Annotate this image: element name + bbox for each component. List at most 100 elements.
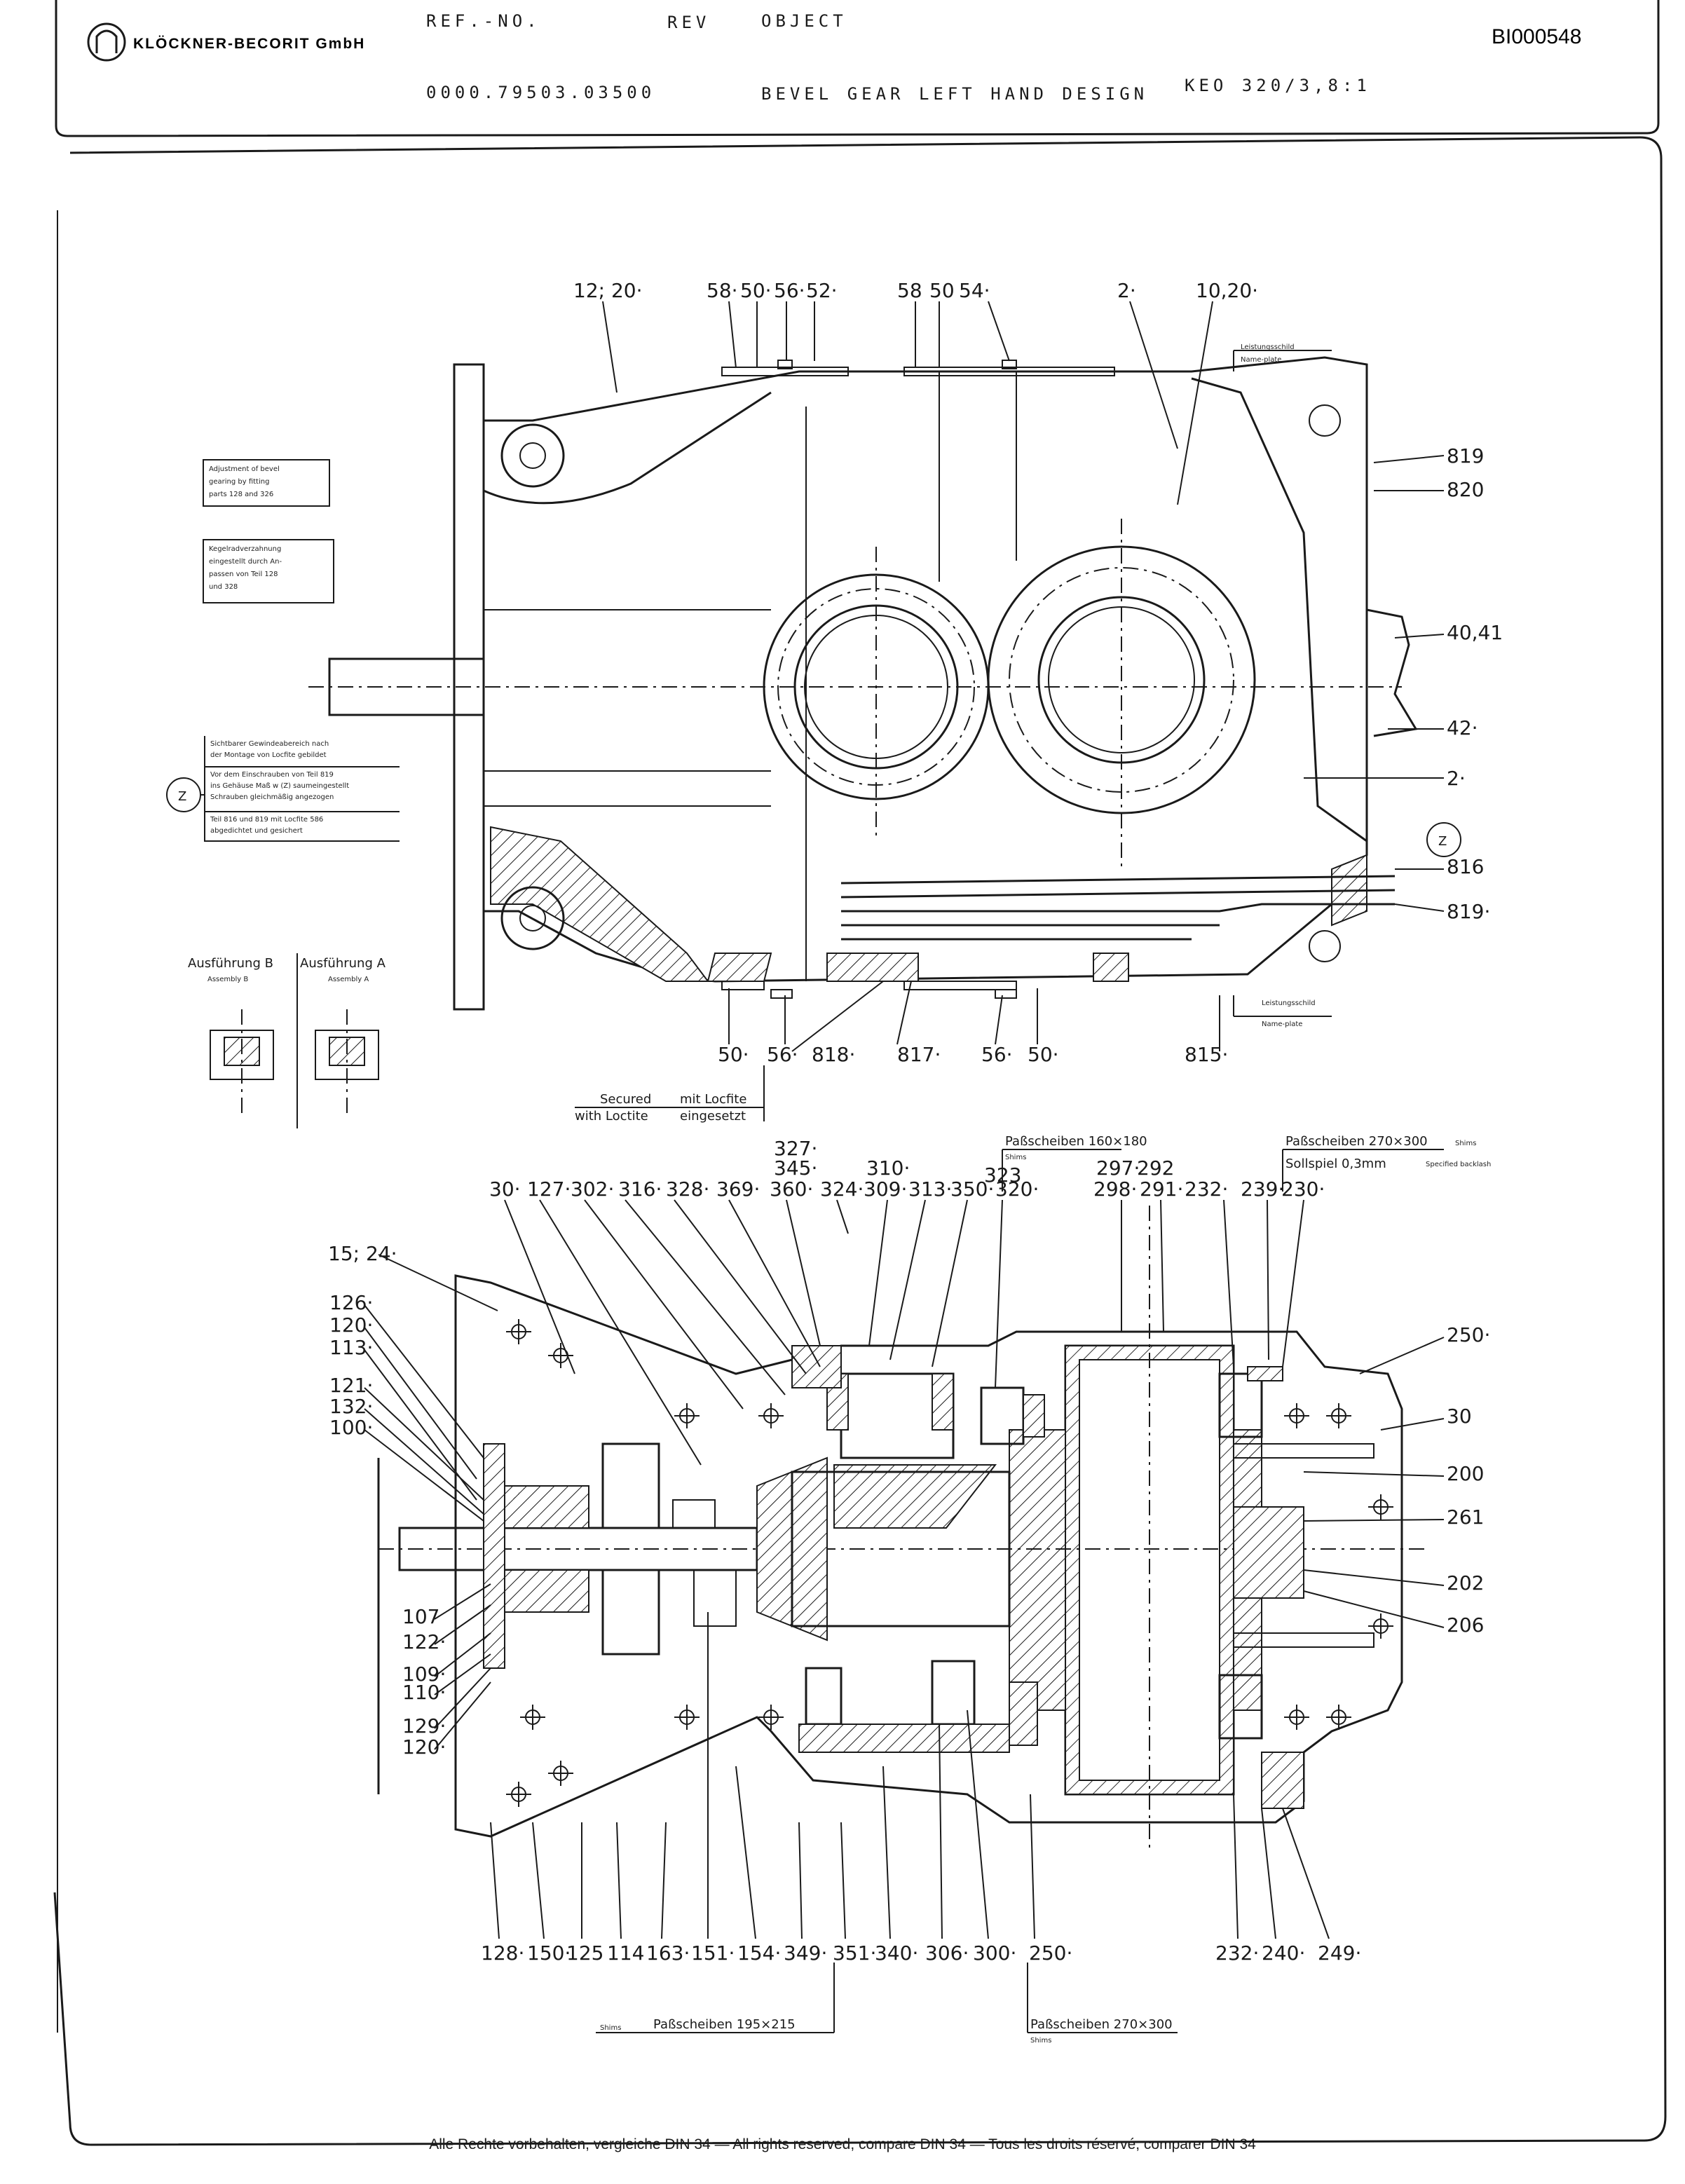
svg-text:292: 292: [1137, 1156, 1174, 1180]
svg-text:Schrauben gleichmäßig angezoge: Schrauben gleichmäßig angezogen: [210, 793, 334, 801]
svg-text:129·: 129·: [402, 1714, 446, 1738]
label-50a: 50·: [740, 279, 772, 302]
svg-text:Vor dem Einschrauben von Teil: Vor dem Einschrauben von Teil 819: [210, 771, 334, 779]
top-gearbox-view: [308, 356, 1418, 1011]
svg-text:Teil 816 und 819 mit Locfite 5: Teil 816 und 819 mit Locfite 586: [210, 816, 323, 824]
label-42: 42·: [1447, 716, 1478, 739]
svg-text:309·: 309·: [864, 1178, 907, 1201]
svg-text:der Montage von Locfite gebild: der Montage von Locfite gebildet: [210, 751, 327, 759]
label-2-top: 2·: [1117, 279, 1136, 302]
svg-text:109·: 109·: [402, 1663, 446, 1686]
svg-text:250·: 250·: [1029, 1941, 1072, 1965]
svg-text:Assembly B: Assembly B: [207, 976, 248, 983]
svg-text:Leistungsschild: Leistungsschild: [1241, 343, 1295, 351]
svg-text:Secured: Secured: [600, 1092, 651, 1107]
svg-text:345·: 345·: [774, 1156, 817, 1180]
section-top-labels: 327· 345· 310· 323 297· 292 30· 127· 302…: [489, 1137, 1325, 1201]
label-50b: 50: [929, 279, 955, 302]
svg-text:Paßscheiben 270×300: Paßscheiben 270×300: [1285, 1134, 1428, 1149]
svg-text:passen von Teil 128: passen von Teil 128: [209, 571, 278, 578]
svg-text:369·: 369·: [716, 1178, 760, 1201]
shim-note-2: Paßscheiben 270×300 Shims Sollspiel 0,3m…: [1282, 1134, 1491, 1192]
top-leader-lines: [602, 301, 1445, 1052]
svg-text:mit Locfite: mit Locfite: [680, 1092, 746, 1107]
shim-note-1: Paßscheiben 160×180 Shims: [1002, 1134, 1147, 1192]
svg-text:ins Gehäuse Maß w (Z) saumeing: ins Gehäuse Maß w (Z) saumeingestellt: [210, 782, 349, 790]
company-logo: [87, 22, 126, 62]
note-locfite: Sichtbarer Gewindeabereich nach der Mont…: [166, 736, 400, 842]
svg-text:163·: 163·: [646, 1941, 690, 1965]
svg-text:128·: 128·: [481, 1941, 524, 1965]
svg-text:360·: 360·: [770, 1178, 813, 1201]
svg-text:298·: 298·: [1093, 1178, 1137, 1201]
label-40-41: 40,41: [1447, 621, 1503, 644]
copyright-footer: Alle Rechte vorbehalten, vergleiche DIN …: [429, 2136, 1256, 2152]
model-value: KEO 320/3,8:1: [1185, 76, 1371, 95]
svg-text:Specified backlash: Specified backlash: [1426, 1161, 1491, 1168]
svg-text:parts 128 and 326: parts 128 and 326: [209, 491, 273, 498]
label-56a: 56·: [774, 279, 805, 302]
top-view-labels: 12; 20· 58· 50· 56· 52· 58 50 54· 2· 10,…: [573, 279, 1503, 1066]
svg-text:Ausführung A: Ausführung A: [300, 956, 386, 971]
svg-text:240·: 240·: [1262, 1941, 1305, 1965]
note-adjustment-en: Adjustment of bevel gearing by fitting p…: [203, 459, 330, 507]
section-leader-lines: [364, 1199, 1445, 1939]
label-56c: 56·: [981, 1043, 1013, 1066]
svg-text:232·: 232·: [1215, 1941, 1259, 1965]
svg-text:Sollspiel 0,3mm: Sollspiel 0,3mm: [1285, 1156, 1386, 1171]
svg-text:Shims: Shims: [1005, 1154, 1026, 1161]
svg-text:Name-plate: Name-plate: [1262, 1021, 1302, 1028]
svg-text:Name-plate: Name-plate: [1241, 356, 1281, 364]
bolt-symbols: [506, 1319, 1393, 1807]
svg-text:316·: 316·: [618, 1178, 662, 1201]
note-secured: Secured mit Locfite with Loctite eingese…: [575, 1065, 765, 1124]
svg-text:107: 107: [402, 1605, 439, 1628]
nameplate-top: Leistungsschild Name-plate: [1233, 343, 1332, 371]
svg-text:Ausführung B: Ausführung B: [188, 956, 273, 971]
object-label: OBJECT: [761, 11, 847, 31]
title-block: KLÖCKNER-BECORIT GmbH REF.-NO. REV OBJEC…: [55, 0, 1660, 137]
svg-text:110·: 110·: [402, 1681, 446, 1704]
label-815: 815·: [1185, 1043, 1228, 1066]
svg-text:Leistungsschild: Leistungsschild: [1262, 999, 1316, 1007]
label-2-right: 2·: [1447, 767, 1466, 790]
label-819-top: 819: [1447, 444, 1484, 467]
svg-text:120·: 120·: [402, 1735, 446, 1759]
ref-value: 0000.79503.03500: [426, 83, 655, 102]
section-view: [377, 1206, 1430, 1850]
svg-text:Paßscheiben 160×180: Paßscheiben 160×180: [1005, 1134, 1147, 1149]
label-50d: 50·: [1028, 1043, 1059, 1066]
svg-text:313·: 313·: [908, 1178, 952, 1201]
label-12-20: 12; 20·: [573, 279, 643, 302]
svg-text:eingesetzt: eingesetzt: [680, 1109, 746, 1124]
svg-text:132·: 132·: [329, 1395, 373, 1418]
svg-text:eingestellt durch An-: eingestellt durch An-: [209, 558, 282, 566]
svg-text:200: 200: [1447, 1462, 1484, 1485]
svg-text:350·: 350·: [950, 1178, 994, 1201]
object-value: BEVEL GEAR LEFT HAND DESIGN: [761, 84, 1148, 104]
drawing-frame: [53, 136, 1667, 2146]
label-58a: 58·: [707, 279, 738, 302]
svg-text:Adjustment of bevel: Adjustment of bevel: [209, 465, 280, 473]
svg-text:230·: 230·: [1281, 1178, 1325, 1201]
doc-id: BI000548: [1492, 25, 1581, 48]
shim-note-3: Shims Paßscheiben 195×215: [596, 1963, 835, 2033]
svg-text:114: 114: [607, 1941, 644, 1965]
label-50c: 50·: [718, 1043, 749, 1066]
svg-text:232·: 232·: [1185, 1178, 1228, 1201]
svg-text:Sichtbarer Gewindeabereich nac: Sichtbarer Gewindeabereich nach: [210, 740, 329, 748]
svg-text:127·: 127·: [527, 1178, 571, 1201]
svg-text:Assembly A: Assembly A: [328, 976, 369, 983]
svg-text:with Loctite: with Loctite: [575, 1109, 648, 1124]
label-816: 816: [1447, 855, 1484, 878]
svg-text:310·: 310·: [866, 1156, 910, 1180]
svg-text:261: 261: [1447, 1506, 1484, 1529]
svg-text:306·: 306·: [925, 1941, 969, 1965]
svg-text:Kegelradverzahnung: Kegelradverzahnung: [209, 545, 281, 553]
svg-text:113·: 113·: [329, 1336, 373, 1359]
svg-text:abgedichtet und gesichert: abgedichtet und gesichert: [210, 827, 303, 835]
svg-text:154·: 154·: [737, 1941, 781, 1965]
label-58b: 58: [897, 279, 922, 302]
label-52: 52·: [806, 279, 838, 302]
